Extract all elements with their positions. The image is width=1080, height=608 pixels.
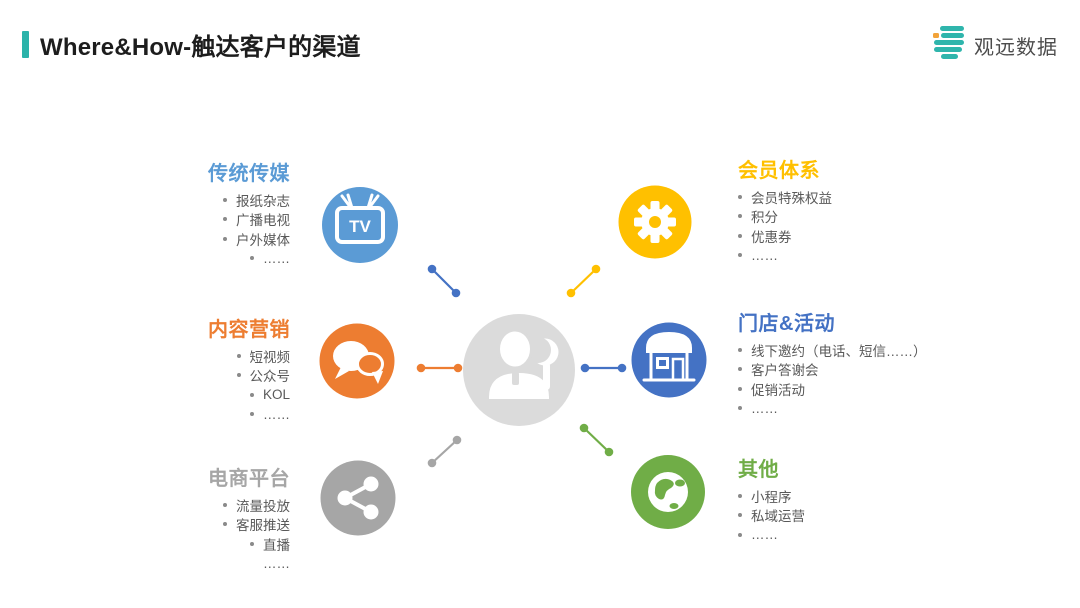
connector-store-events xyxy=(580,363,627,373)
customer-person-icon xyxy=(489,328,559,399)
guanyuan-logo-icon xyxy=(932,24,966,66)
channel-ecommerce-platform: 电商平台 流量投放 客服推送 直播 …… xyxy=(208,468,290,573)
channel-item-list: 报纸杂志 广播电视 户外媒体 …… xyxy=(208,190,290,268)
channel-traditional-media: 传统传媒 报纸杂志 广播电视 户外媒体 …… xyxy=(208,163,290,268)
list-item: 公众号 xyxy=(208,366,290,386)
list-item: 客服推送 xyxy=(208,515,290,535)
list-item: 短视频 xyxy=(208,346,290,366)
channel-item-list: 会员特殊权益 积分 优惠券 …… xyxy=(738,187,832,265)
list-item: 促销活动 xyxy=(738,379,927,399)
list-item: …… xyxy=(263,555,290,571)
channel-store-events: 门店&活动 线下邀约（电话、短信……） 客户答谢会 促销活动 …… xyxy=(738,313,927,418)
list-item: 流量投放 xyxy=(208,495,290,515)
list-item: 户外媒体 xyxy=(208,229,290,249)
list-item: 广播电视 xyxy=(208,210,290,230)
channel-item-list: 小程序 私域运营 …… xyxy=(738,486,805,545)
list-item: 会员特殊权益 xyxy=(738,187,832,207)
list-item: 报纸杂志 xyxy=(208,190,290,210)
tv-icon: TV xyxy=(322,187,398,263)
globe-icon xyxy=(631,455,705,529)
list-item: 优惠券 xyxy=(738,226,832,246)
brand-name: 观远数据 xyxy=(974,36,1058,59)
svg-text:TV: TV xyxy=(349,217,371,236)
share-icon xyxy=(320,460,396,536)
list-item: …… xyxy=(738,246,832,266)
list-item: 直播 xyxy=(208,534,290,554)
connector-membership-system xyxy=(566,264,601,298)
brand-logo: 观远数据 xyxy=(932,24,1058,66)
connector-ecommerce-platform xyxy=(427,435,462,468)
connector-others xyxy=(579,423,614,457)
customer-center xyxy=(463,314,575,426)
list-item: …… xyxy=(208,249,290,269)
connector-content-marketing xyxy=(416,363,463,373)
channel-title: 其他 xyxy=(738,459,779,481)
channel-item-list: 线下邀约（电话、短信……） 客户答谢会 促销活动 …… xyxy=(738,340,927,418)
connector-traditional-media xyxy=(427,264,461,298)
gear-icon xyxy=(618,185,692,259)
list-item: …… xyxy=(738,399,927,419)
channel-content-marketing: 内容营销 短视频 公众号 KOL …… xyxy=(208,319,290,424)
header: Where&How-触达客户的渠道 xyxy=(22,27,361,62)
channel-title: 门店&活动 xyxy=(738,313,835,335)
channel-membership-system: 会员体系 会员特殊权益 积分 优惠券 …… xyxy=(738,160,832,265)
channel-item-list: 流量投放 客服推送 直播 …… xyxy=(208,495,290,573)
list-item: 客户答谢会 xyxy=(738,360,927,380)
channel-title: 内容营销 xyxy=(208,319,290,341)
channel-title: 传统传媒 xyxy=(208,163,290,185)
list-item: 积分 xyxy=(738,207,832,227)
storefront-icon xyxy=(631,322,707,398)
list-item: 小程序 xyxy=(738,486,805,506)
list-item: 私域运营 xyxy=(738,506,805,526)
channel-item-list: 短视频 公众号 KOL …… xyxy=(208,346,290,424)
title-accent-bar xyxy=(22,31,29,58)
channel-others: 其他 小程序 私域运营 …… xyxy=(738,459,805,545)
chat-bubbles-icon xyxy=(319,323,395,399)
list-item: KOL xyxy=(208,385,290,405)
list-item: …… xyxy=(208,405,290,425)
channel-title: 电商平台 xyxy=(208,468,290,490)
list-item: …… xyxy=(738,525,805,545)
list-item: 线下邀约（电话、短信……） xyxy=(738,340,927,360)
channel-title: 会员体系 xyxy=(738,160,820,182)
page-title: Where&How-触达客户的渠道 xyxy=(40,34,361,61)
